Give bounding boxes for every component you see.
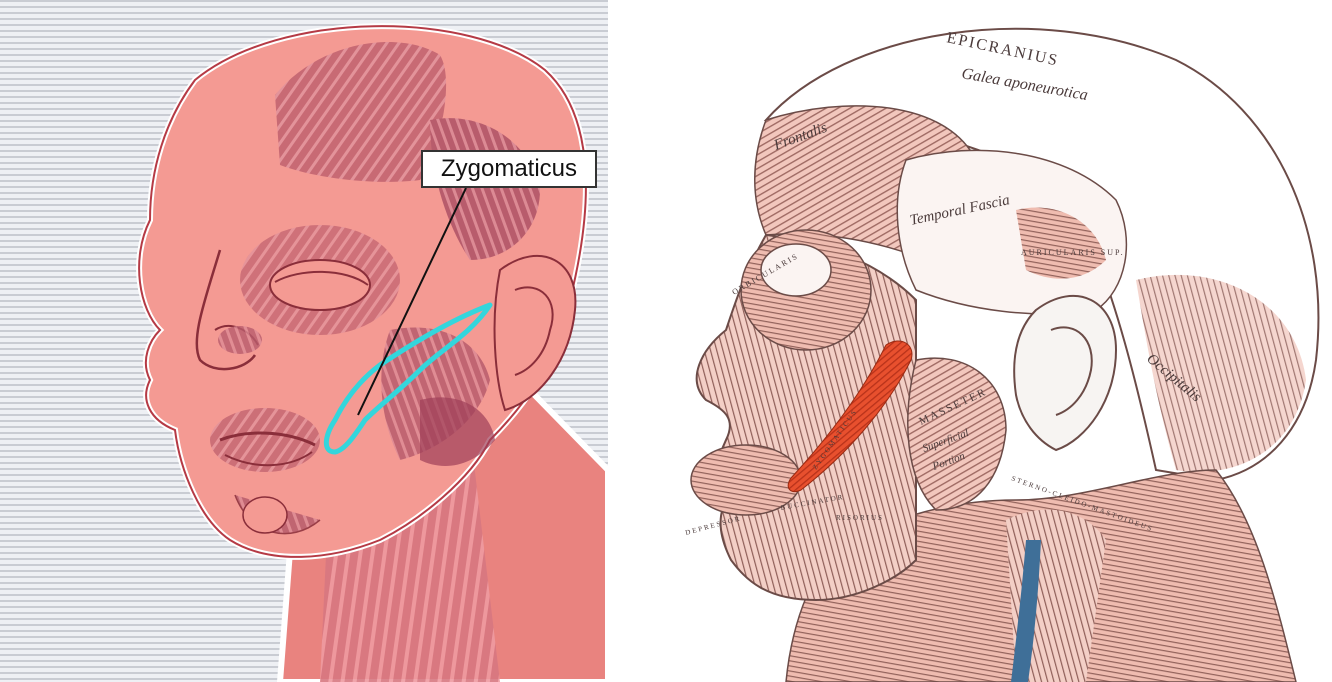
eyelid-line bbox=[274, 270, 369, 286]
zygomaticus-highlight bbox=[323, 302, 493, 455]
nose-line bbox=[195, 249, 257, 371]
eye-socket bbox=[760, 243, 832, 297]
eye-shape bbox=[269, 259, 371, 311]
nasalis-muscle bbox=[218, 326, 262, 354]
lower-lip-line bbox=[224, 451, 313, 467]
right-illustration-panel: EPICRANIUS Galea aponeurotica Frontalis … bbox=[616, 0, 1332, 682]
label-auricularis: AURICULARIS SUP. bbox=[1021, 248, 1125, 257]
mouth-line bbox=[219, 431, 316, 447]
stylized-face-muscle-illustration bbox=[0, 0, 608, 682]
chin-shape bbox=[242, 496, 288, 534]
zygomaticus-callout: Zygomaticus bbox=[421, 150, 597, 188]
ear-shape bbox=[493, 254, 577, 412]
head-outline bbox=[138, 25, 587, 558]
auricularis-superior-muscle bbox=[1016, 207, 1106, 279]
ear-inner-line bbox=[514, 286, 554, 376]
label-risorius: RISORIUS bbox=[836, 514, 884, 522]
masseter-muscle bbox=[381, 327, 490, 460]
orbicularis-oris-muscle bbox=[210, 408, 320, 472]
callout-leader-line bbox=[357, 187, 467, 416]
left-illustration-panel: Zygomaticus bbox=[0, 0, 608, 682]
engraved-head-muscle-illustration: EPICRANIUS Galea aponeurotica Frontalis … bbox=[684, 27, 1320, 682]
buccinator-muscle bbox=[420, 397, 495, 466]
occipitalis-muscle bbox=[1136, 274, 1306, 472]
ear-inner-line bbox=[1050, 326, 1093, 416]
jugular-vein bbox=[1011, 540, 1041, 682]
zygomaticus-highlight bbox=[787, 340, 913, 493]
masseter-muscle bbox=[907, 357, 1007, 511]
frontalis-muscle bbox=[275, 42, 447, 182]
ear-shape bbox=[1013, 294, 1118, 452]
